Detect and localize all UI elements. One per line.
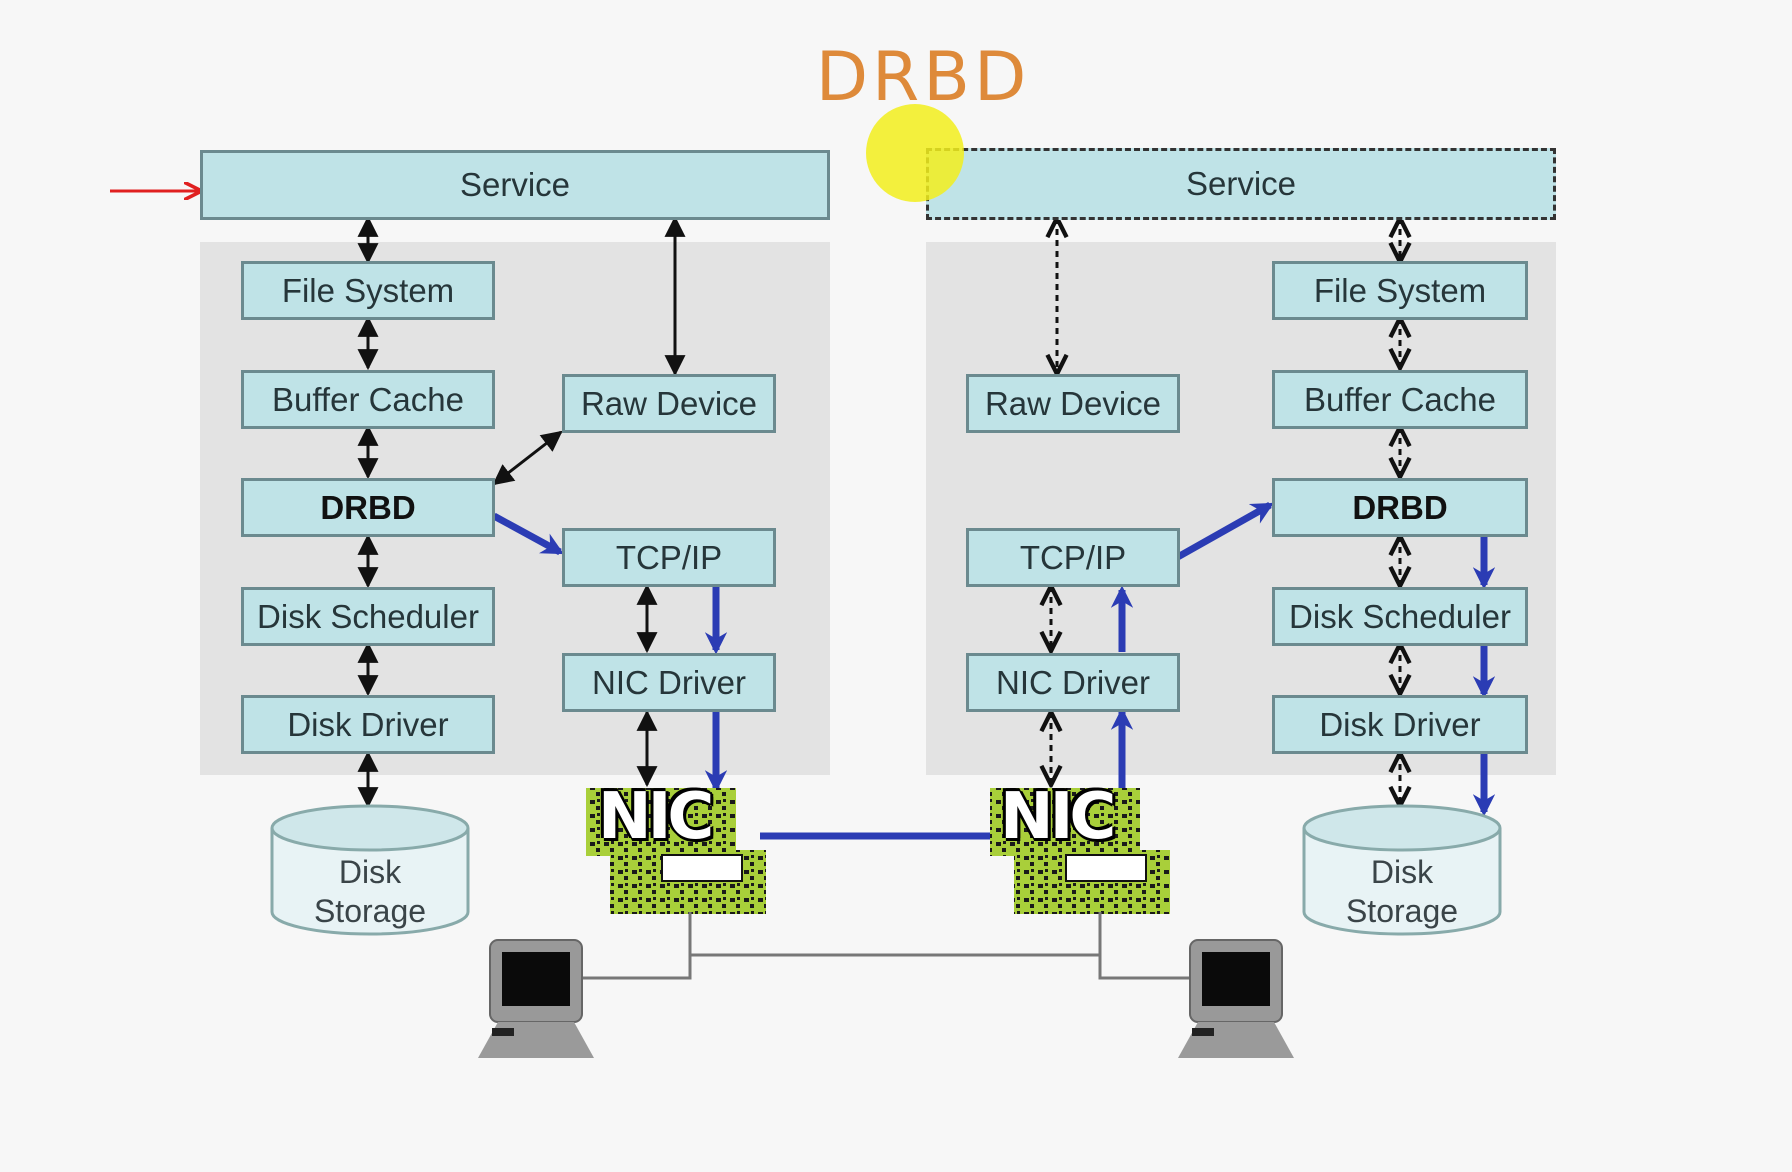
right-raw-device-box: Raw Device [966,374,1180,433]
right-drbd-box: DRBD [1272,478,1528,537]
left-disk-cylinder-icon [270,804,470,936]
left-nic-label: NIC [598,780,714,854]
left-disk-label-line1: Disk [338,854,402,890]
right-service-box: Service [926,148,1556,220]
left-nic-chip-icon [586,788,766,914]
left-file-system-box: File System [241,261,495,320]
right-disk-label-line2: Storage [1345,893,1459,929]
right-disk-cylinder-icon [1302,804,1502,936]
right-buffer-cache-box: Buffer Cache [1272,370,1528,429]
replication-path [492,501,1496,840]
left-tcp-ip-box: TCP/IP [562,528,776,587]
left-disk-storage-label: Disk Storage [270,853,470,931]
right-nic-driver-box: NIC Driver [966,653,1180,712]
page-title: DRBD [815,38,1031,117]
right-disk-driver-box: Disk Driver [1272,695,1528,754]
left-computer-terminal-icon [478,939,594,1058]
right-file-system-box: File System [1272,261,1528,320]
yellow-cursor-highlight-icon [866,104,964,202]
right-connectors [1051,218,1400,806]
network-cabling [580,912,1200,980]
right-nic-label: NIC [1000,780,1116,854]
left-drbd-box: DRBD [241,478,495,537]
right-nic-chip-icon [990,788,1170,914]
left-connectors [357,215,686,809]
right-disk-storage-label: Disk Storage [1302,853,1502,931]
right-tcp-ip-box: TCP/IP [966,528,1180,587]
left-raw-device-box: Raw Device [562,374,776,433]
left-nic-driver-box: NIC Driver [562,653,776,712]
right-computer-terminal-icon [1178,939,1294,1058]
left-disk-scheduler-box: Disk Scheduler [241,587,495,646]
left-disk-label-line2: Storage [313,893,427,929]
left-service-box: Service [200,150,830,220]
right-disk-scheduler-box: Disk Scheduler [1272,587,1528,646]
left-buffer-cache-box: Buffer Cache [241,370,495,429]
right-disk-label-line1: Disk [1370,854,1434,890]
left-disk-driver-box: Disk Driver [241,695,495,754]
